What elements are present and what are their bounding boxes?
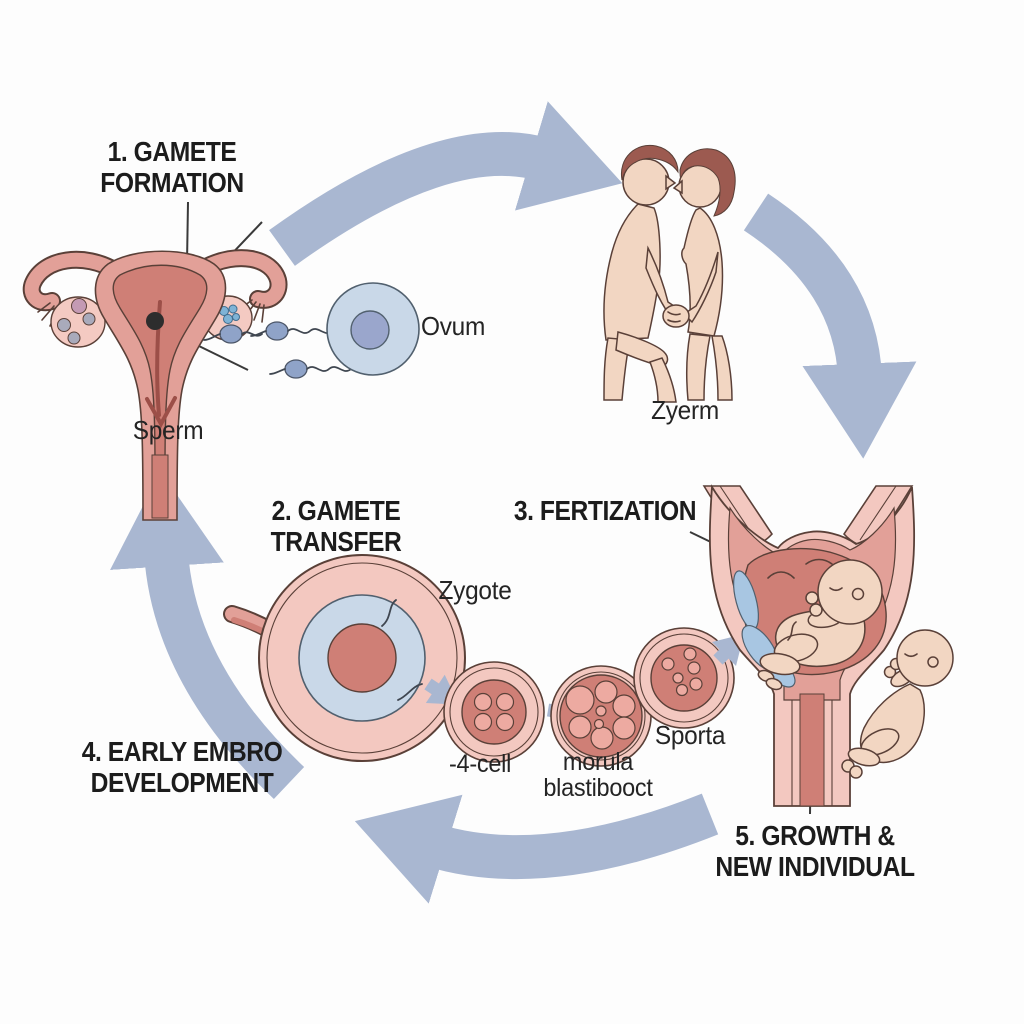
fetus-eye <box>829 587 843 592</box>
newborn-baby <box>841 629 954 779</box>
cell-arrow-1 <box>424 674 459 705</box>
sperm-tail-remnant <box>381 599 397 627</box>
cervix-chevron <box>145 396 177 429</box>
clasped-hands <box>662 304 690 328</box>
cycle-arrow-bottom <box>354 793 719 904</box>
man-hair <box>620 144 679 181</box>
baby-eye <box>904 653 918 658</box>
fetus-ear <box>851 587 865 601</box>
follicle <box>71 298 87 314</box>
four-cell-label: -4-cell <box>448 750 512 778</box>
stage-5-label: 5. GROWTH & NEW INDIVIDUAL <box>715 820 915 883</box>
follicle <box>82 312 96 326</box>
cavity-detail <box>767 558 833 579</box>
cycle-arrow-top <box>269 101 623 266</box>
cycle-arrow-left <box>110 471 305 799</box>
ovary-left <box>50 296 106 348</box>
cycle-arrow-right <box>743 193 917 459</box>
ovum-cluster <box>219 304 240 324</box>
woman-nose <box>672 179 683 195</box>
baby-foot <box>849 765 863 779</box>
zygote-label: Zygote <box>438 575 512 605</box>
uterus-illustration <box>22 249 288 521</box>
umbilical-cord <box>787 621 797 641</box>
couple-label: Zyerm <box>651 395 719 425</box>
morula-cell <box>550 665 652 767</box>
couple-illustration <box>603 144 736 403</box>
ovum-cell <box>326 282 420 376</box>
sporta-label: Sporta <box>654 720 726 750</box>
morula-label: morula blastibooct <box>543 748 653 802</box>
sperm-tail-remnant <box>397 683 423 701</box>
released-follicle-dot <box>146 312 164 330</box>
sperm-cell-1 <box>219 324 243 344</box>
baby-ear <box>927 656 939 668</box>
man-nose <box>665 174 677 191</box>
fetus-hand <box>809 603 823 617</box>
vaginal-canal <box>151 454 169 519</box>
fallopian-tube-left <box>24 252 123 310</box>
baby-head <box>896 629 954 687</box>
man-figure <box>603 144 682 403</box>
woman-figure <box>672 148 736 401</box>
cell-arrow-4 <box>711 633 745 667</box>
stage-1-label: 1. GAMETE FORMATION <box>100 136 244 199</box>
sperm-label: Sperm <box>132 415 204 445</box>
cervical-canal <box>791 700 833 806</box>
stage-2-label: 2. GAMETE TRANSFER <box>270 495 402 558</box>
woman-hair <box>679 148 736 217</box>
sperm-cell-3 <box>284 359 308 379</box>
four-cell-stage <box>443 661 545 763</box>
ovum-nucleus <box>350 310 390 350</box>
cervical-canal-inner <box>799 693 825 807</box>
stage-4-label: 4. EARLY EMBRO DEVELOPMENT <box>81 736 283 799</box>
ovum-label: Ovum <box>420 311 486 341</box>
pregnant-uterus <box>702 484 916 807</box>
fetus-hand <box>805 591 819 605</box>
sperm-cells <box>203 321 352 379</box>
follicle <box>67 331 81 345</box>
sporta-cell <box>633 627 735 729</box>
stage-3-label: 3. FERTIZATION <box>513 495 697 526</box>
follicle <box>57 318 71 332</box>
zygote-cell <box>258 554 466 762</box>
fetus-head <box>817 559 883 625</box>
finger-lines <box>667 311 681 323</box>
fallopian-tube-right <box>197 251 286 307</box>
zygote-nucleus <box>327 623 397 693</box>
fetus <box>757 559 883 691</box>
sperm-cell-2 <box>265 321 289 341</box>
